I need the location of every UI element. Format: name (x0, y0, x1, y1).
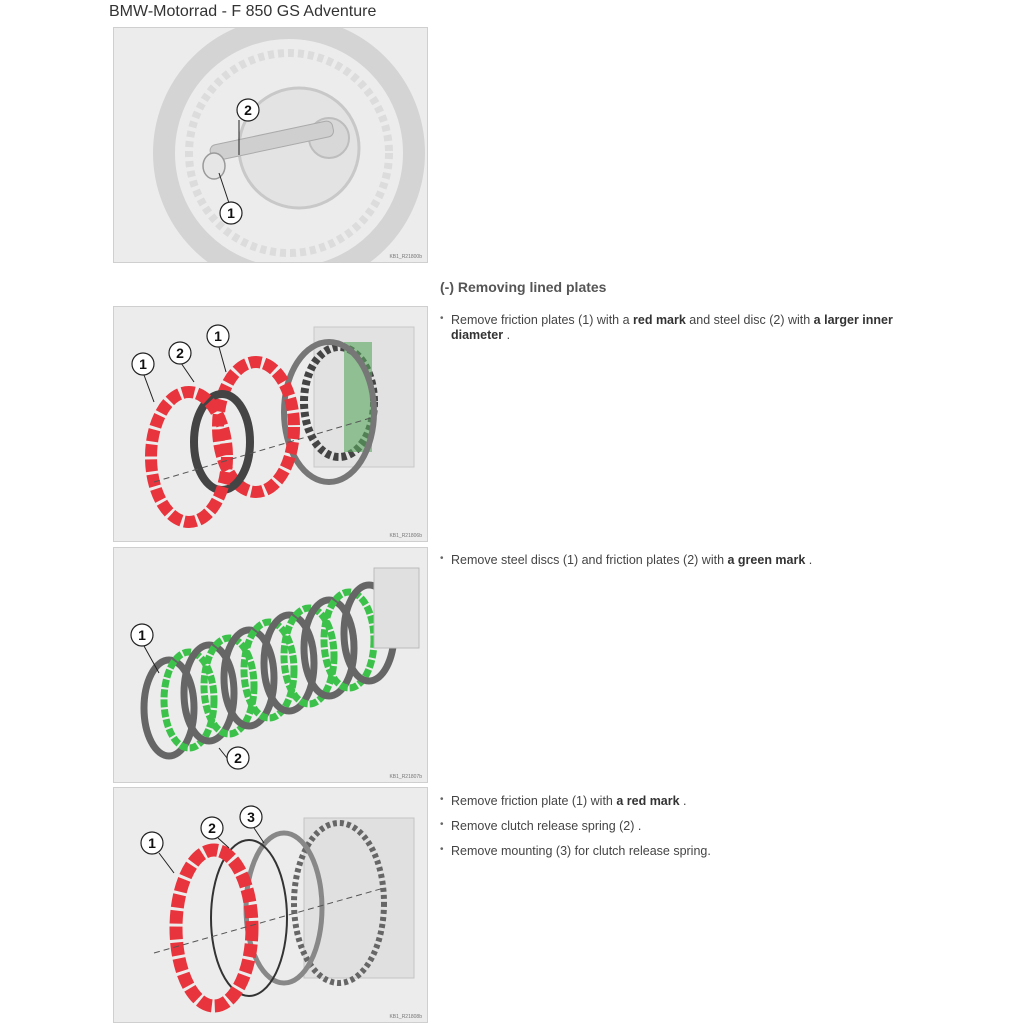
step-item: •Remove friction plate (1) with a red ma… (440, 794, 687, 808)
figure-2-red-plates: 1 2 1 KB1_R21806b (113, 306, 428, 542)
callout-3-circle (239, 805, 263, 829)
callout-2-circle (200, 816, 224, 840)
callout-1-label: 1 (139, 356, 147, 372)
figure-4-illustration: 1 2 3 KB1_R21808b (114, 788, 427, 1022)
callout-3-label: 3 (247, 809, 255, 825)
callout-2-label: 2 (208, 820, 216, 836)
bullet-icon: • (440, 819, 444, 830)
callout-2-circle (168, 341, 192, 365)
callout-1-label: 1 (227, 205, 235, 221)
figure-3-illustration: 1 2 KB1_R21807b (114, 548, 427, 782)
callout-2-label: 2 (244, 102, 252, 118)
section-heading: (-) Removing lined plates (440, 279, 607, 295)
callout-2-circle (236, 98, 260, 122)
figure-2-illustration: 1 2 1 KB1_R21806b (114, 307, 427, 541)
steps-group-2: •Remove steel discs (1) and friction pla… (440, 553, 921, 578)
figure-1-clutch-pin: 2 1 KB1_R21800b (113, 27, 428, 263)
callout-1b-circle (206, 324, 230, 348)
callout-1-label: 1 (148, 835, 156, 851)
callout-1b-label: 1 (214, 328, 222, 344)
bullet-icon: • (440, 313, 444, 324)
callout-2-label: 2 (234, 750, 242, 766)
steps-group-3: •Remove friction plate (1) with a red ma… (440, 794, 921, 869)
callout-2-label: 2 (176, 345, 184, 361)
figure-4-spring: 1 2 3 KB1_R21808b (113, 787, 428, 1023)
figure-1-illustration: 2 1 KB1_R21800b (114, 28, 427, 262)
bullet-icon: • (440, 794, 444, 805)
step-item: •Remove steel discs (1) and friction pla… (440, 553, 813, 567)
callout-2-circle (226, 746, 250, 770)
figure-3-green-plates: 1 2 KB1_R21807b (113, 547, 428, 783)
callout-1-label: 1 (138, 627, 146, 643)
figure-code: KB1_R21808b (389, 1014, 422, 1020)
callout-1-circle (219, 201, 243, 225)
step-item: •Remove clutch release spring (2) . (440, 819, 642, 833)
callout-1-circle (140, 831, 164, 855)
document-title: BMW-Motorrad - F 850 GS Adventure (109, 3, 377, 20)
steps-group-1: •Remove friction plates (1) with a red m… (440, 313, 921, 353)
figure-code: KB1_R21807b (389, 774, 422, 780)
callout-1-circle (130, 623, 154, 647)
callout-1-circle (131, 352, 155, 376)
figure-code: KB1_R21806b (389, 533, 422, 539)
figure-code: KB1_R21800b (389, 254, 422, 260)
bullet-icon: • (440, 844, 444, 855)
bullet-icon: • (440, 553, 444, 564)
step-item: •Remove friction plates (1) with a red m… (440, 313, 893, 342)
step-item: •Remove mounting (3) for clutch release … (440, 844, 711, 858)
